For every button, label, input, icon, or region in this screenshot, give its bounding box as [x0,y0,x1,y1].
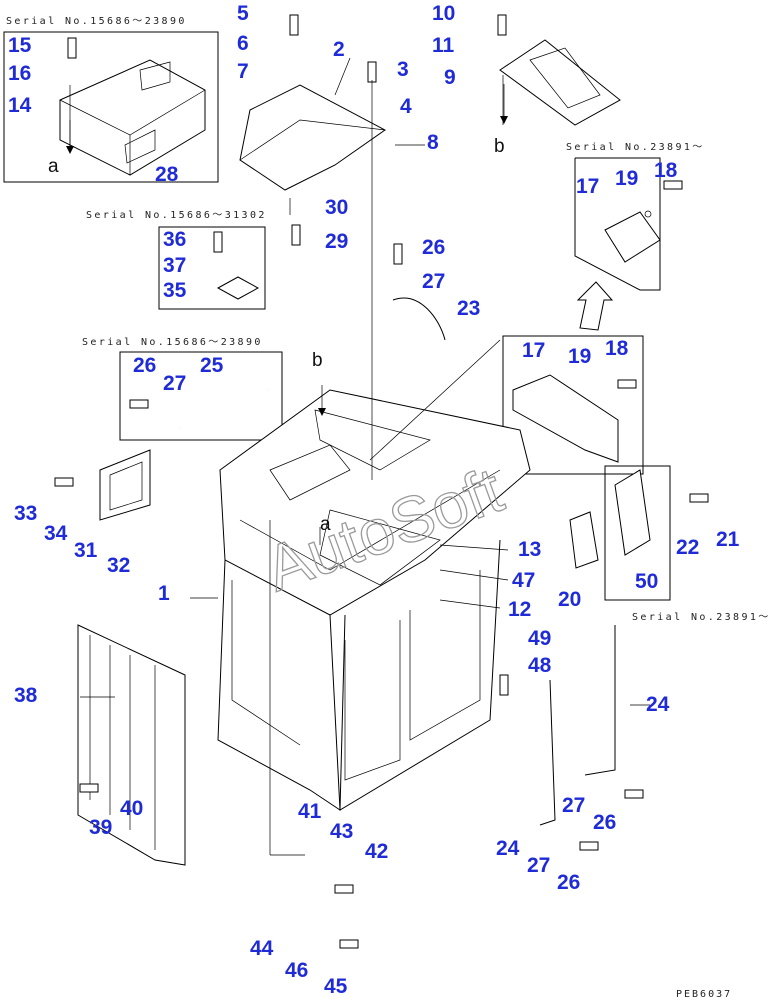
callout-18a: 18 [654,159,678,182]
top-cover [239,84,386,191]
callout-30: 30 [325,196,348,219]
callout-17b: 17 [522,339,545,362]
letter-a-2: a [320,514,331,535]
callout-9: 9 [444,66,456,89]
callout-7: 7 [237,60,249,83]
callout-6: 6 [237,32,249,55]
serial-label-3: Serial No.15686〜31302 [86,210,267,221]
callout-38: 38 [14,684,38,707]
callout-47: 47 [512,569,535,592]
callout-46: 46 [285,959,308,982]
callout-44: 44 [250,937,274,960]
callout-19b: 19 [568,345,591,368]
drawing-code: PEB6037 [676,989,732,1000]
callout-34: 34 [44,522,68,545]
callout-22: 22 [676,536,699,559]
handle-23 [392,297,446,341]
inset-box-35 [158,226,266,310]
callout-37: 37 [163,254,186,277]
callout-31: 31 [74,539,98,562]
callout-5: 5 [237,2,249,25]
callout-26c: 26 [593,811,616,834]
callout-25: 25 [200,354,224,377]
callout-45: 45 [324,975,348,998]
callout-35: 35 [163,279,187,302]
inset-box-plate-17 [574,157,661,291]
callout-43: 43 [330,820,353,843]
callout-17a: 17 [576,175,599,198]
callout-11: 11 [432,34,455,57]
guard-38 [77,624,186,866]
callout-20: 20 [558,588,581,611]
callout-24b: 24 [496,837,520,860]
callout-26a: 26 [422,236,445,259]
inset-box-25 [119,351,283,441]
callout-49: 49 [528,627,551,650]
serial-label-4: Serial No.15686〜23890 [82,337,263,348]
leader-lines [69,57,650,856]
inset-box-cover-a [3,31,219,183]
callout-21: 21 [716,528,740,551]
callout-8: 8 [427,131,439,154]
callout-48: 48 [528,654,552,677]
handrail-24a [584,625,616,776]
plate-9 [499,39,621,126]
callout-18b: 18 [605,337,629,360]
callout-3: 3 [397,58,409,81]
callout-39: 39 [89,816,112,839]
serial-label-2: Serial No.23891〜 [566,142,705,153]
callout-4: 4 [400,95,412,118]
callout-27b: 27 [163,372,186,395]
bolt-icons [54,14,709,949]
grille-31 [99,449,151,521]
callout-36: 36 [163,228,186,251]
arrow-icons [66,84,614,545]
callout-23: 23 [457,297,480,320]
callout-50: 50 [635,570,658,593]
handrail-24b [539,679,556,826]
callout-12: 12 [508,598,531,621]
callout-40: 40 [120,797,143,820]
callout-41: 41 [298,800,322,823]
serial-label-5: Serial No.23891〜 [632,612,771,623]
cab-frame [217,389,531,811]
callout-28: 28 [155,163,179,186]
letter-b-2: b [312,350,323,371]
callout-10: 10 [432,2,455,25]
callout-13: 13 [518,538,541,561]
letter-b-1: b [494,136,505,157]
serial-label-1: Serial No.15686〜23890 [6,16,187,27]
callout-19a: 19 [615,167,638,190]
callout-2: 2 [333,38,345,61]
callout-42: 42 [365,840,388,863]
callout-26b: 26 [133,354,156,377]
callout-14: 14 [8,94,32,117]
callout-16: 16 [8,62,31,85]
callout-15: 15 [8,34,32,57]
callout-33: 33 [14,502,37,525]
callout-27a: 27 [422,270,445,293]
callout-27d: 27 [527,854,550,877]
callout-24a: 24 [646,693,670,716]
callout-27c: 27 [562,794,585,817]
callout-1: 1 [158,582,170,605]
letter-a-1: a [48,156,59,177]
callout-26d: 26 [557,871,580,894]
callout-29: 29 [325,230,348,253]
callout-32: 32 [107,554,130,577]
inset-box-vents [502,335,671,601]
